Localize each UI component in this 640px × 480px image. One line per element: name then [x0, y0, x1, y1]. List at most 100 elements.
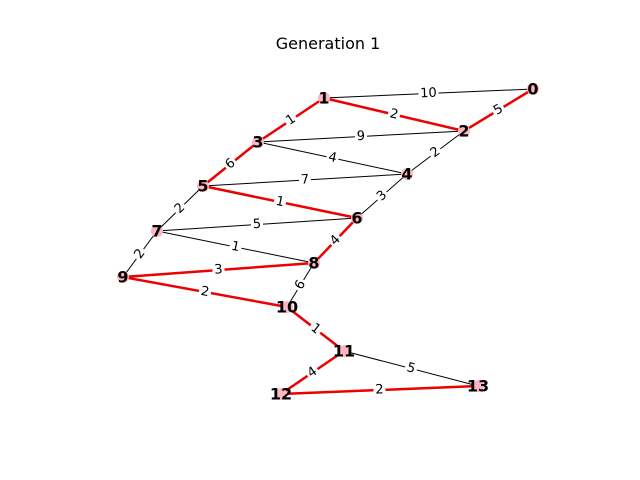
edge-weight: 5	[252, 217, 261, 233]
node-12: 12	[270, 385, 292, 404]
edge-label-11-13: 5	[403, 359, 419, 378]
node-marker	[281, 301, 293, 313]
edge-label-7-8: 1	[228, 237, 243, 257]
edge-label-1-2: 2	[386, 105, 402, 124]
edge-weight: 9	[356, 129, 365, 144]
edge-weight: 2	[375, 382, 384, 397]
edge-label-9-8: 3	[211, 261, 226, 279]
node-marker	[472, 380, 484, 392]
edge-label-background	[228, 237, 243, 257]
edge-label-5-6: 1	[272, 192, 288, 212]
node-0: 0	[527, 80, 539, 99]
node-label: 3	[252, 133, 263, 152]
edge-label-1-3: 1	[281, 110, 301, 130]
node-label: 10	[276, 298, 298, 317]
node-11: 11	[333, 342, 355, 361]
node-label: 13	[467, 377, 489, 396]
edge-label-background	[220, 154, 241, 174]
node-label: 1	[318, 89, 329, 108]
node-label: 9	[117, 268, 128, 287]
node-label: 7	[151, 222, 162, 241]
node-marker	[527, 83, 539, 95]
edge-weight: 2	[200, 284, 211, 300]
node-8: 8	[308, 254, 320, 273]
edge-label-background	[425, 142, 446, 163]
node-4: 4	[401, 165, 413, 184]
edge-label-6-8: 4	[325, 230, 346, 251]
edge-label-background	[403, 359, 419, 378]
edge-label-7-9: 2	[130, 244, 150, 264]
edge-label-background	[211, 261, 226, 279]
node-7: 7	[151, 222, 163, 241]
node-marker	[275, 388, 287, 400]
edge-label-background	[197, 283, 213, 301]
node-marker	[252, 136, 264, 148]
node-marker	[458, 125, 470, 137]
node-marker	[338, 345, 350, 357]
edge-label-background	[290, 275, 311, 295]
edge-label-12-13: 2	[373, 381, 386, 399]
edge-label-background	[298, 171, 312, 189]
edge-label-background	[372, 186, 392, 206]
edge-label-6-4: 3	[372, 186, 392, 206]
node-label: 6	[351, 209, 362, 228]
edge-label-1-0: 10	[418, 85, 439, 102]
edge-label-background	[303, 362, 322, 383]
node-marker	[318, 92, 330, 104]
node-marker	[151, 225, 163, 237]
edge-label-3-5: 6	[220, 154, 241, 174]
edge-label-background	[373, 381, 386, 399]
node-marker	[117, 271, 129, 283]
node-label: 12	[270, 385, 292, 404]
node-10: 10	[276, 298, 298, 317]
edge-label-9-10: 2	[197, 283, 213, 301]
node-13: 13	[467, 377, 489, 396]
edge-label-background	[324, 148, 341, 168]
node-marker	[351, 212, 363, 224]
edge-label-background	[170, 198, 190, 219]
edge-label-11-12: 4	[303, 362, 322, 383]
edge-label-background	[250, 216, 264, 233]
node-label: 5	[197, 177, 208, 196]
edge-label-5-4: 7	[298, 171, 312, 189]
node-marker	[197, 180, 209, 192]
node-marker	[401, 168, 413, 180]
edge-label-2-0: 5	[489, 100, 508, 120]
edge-label-background	[325, 230, 346, 251]
edge-label-background	[130, 244, 150, 264]
node-9: 9	[117, 268, 129, 287]
edge-weight: 3	[214, 262, 223, 278]
edge-label-background	[489, 100, 508, 120]
node-marker	[308, 257, 320, 269]
node-label: 0	[527, 80, 538, 99]
edge-weight: 7	[300, 172, 309, 187]
edge-label-10-11: 1	[305, 319, 326, 339]
edge-label-background	[305, 319, 326, 339]
edge-label-3-4: 4	[324, 148, 341, 168]
node-6: 6	[351, 209, 363, 228]
edge-weight: 2	[388, 106, 400, 122]
node-label: 8	[308, 254, 319, 273]
edge-label-3-2: 9	[354, 128, 368, 145]
edge-label-8-10: 6	[290, 275, 311, 295]
edge-weight: 1	[230, 239, 241, 255]
node-5: 5	[197, 177, 209, 196]
edge-label-background	[272, 192, 288, 212]
node-3: 3	[252, 133, 264, 152]
edge-label-background	[281, 110, 301, 130]
edge-label-background	[418, 85, 439, 102]
edge-label-background	[386, 105, 402, 124]
graph-title: Generation 1	[276, 34, 381, 53]
edge-label-background	[354, 128, 368, 145]
node-label: 4	[401, 165, 412, 184]
edge-weight: 5	[405, 360, 417, 377]
edge-label-5-7: 2	[170, 198, 190, 219]
edge-label-4-2: 2	[425, 142, 446, 163]
edge-label-7-6: 5	[250, 216, 264, 233]
edge-weight: 1	[274, 194, 285, 210]
node-label: 11	[333, 342, 355, 361]
node-label: 2	[458, 122, 469, 141]
